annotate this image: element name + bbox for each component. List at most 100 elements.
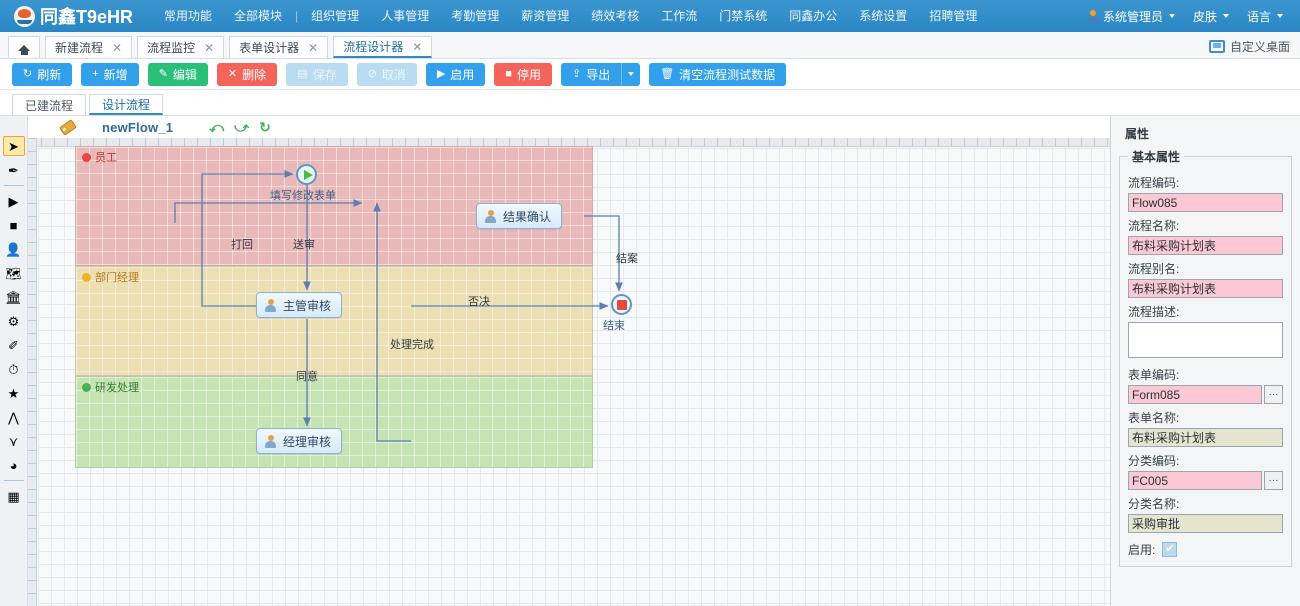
nav-item-10[interactable]: 同鑫办公 <box>789 9 838 23</box>
sub-tab-bar: 已建流程设计流程 <box>0 90 1300 116</box>
node-label: 结果确认 <box>503 209 552 224</box>
tab-0[interactable]: 新建流程 ✕ <box>45 36 133 58</box>
chevron-down-icon <box>1168 14 1175 18</box>
start-node-tool[interactable]: ▶ <box>8 193 19 209</box>
nav-item-8[interactable]: 工作流 <box>661 9 698 23</box>
swimlane-tool[interactable]: ▦ <box>7 488 20 504</box>
nav-item-11[interactable]: 系统设置 <box>859 9 908 23</box>
tool-palette: ➤ ✒ ▶ ■ 👤 🗺 🏛 ⚙ ✐ ⏱ ★ ⋀ ⋎ ◕ ▦ <box>0 116 28 606</box>
toolbar-button-3[interactable]: ✕删除 <box>216 62 278 86</box>
refresh-icon[interactable]: ↻ <box>259 119 271 135</box>
button-label: 新增 <box>103 67 128 82</box>
node-confirm[interactable]: 结果确认 <box>476 203 563 229</box>
nav-item-12[interactable]: 招聘管理 <box>929 9 978 23</box>
decision-tool[interactable]: ◕ <box>9 457 18 473</box>
language-menu[interactable]: 语言 <box>1238 0 1292 32</box>
edge-label-4: 处理完成 <box>390 339 434 351</box>
close-icon[interactable]: ✕ <box>308 40 319 55</box>
close-icon[interactable]: ✕ <box>204 40 215 55</box>
prop-bottom-label-0: 表单编码: <box>1128 368 1180 382</box>
toolbar-button-1[interactable]: +新增 <box>81 62 139 86</box>
toolbar-button-8[interactable]: ⇪ 导出 <box>560 62 641 86</box>
workspace: ➤✒▶■👤🗺🏛⚙✐⏱★⋀⋎◕▦ newFlow_1 ⤺⤻↻ 员工部门经理研发处理 <box>0 116 1300 606</box>
prop-bottom-row-2: ··· <box>1128 471 1283 490</box>
toolbar-button-0[interactable]: ↻刷新 <box>12 62 73 86</box>
toolbar-button-2[interactable]: ✎ 编辑 <box>147 62 208 86</box>
custom-desktop-button[interactable]: 自定义桌面 <box>1208 38 1290 55</box>
undo-icon[interactable]: ⤺ <box>209 119 225 135</box>
swimlane-label-text: 部门经理 <box>95 272 139 284</box>
prop-bottom-browse-button-0[interactable]: ··· <box>1264 385 1283 404</box>
node-start[interactable] <box>296 164 317 185</box>
sub-tab-1[interactable]: 设计流程 <box>89 94 164 115</box>
tab-1[interactable]: 流程监控✕ <box>137 36 225 58</box>
flow-desc-textarea[interactable] <box>1128 322 1283 358</box>
timer-event-tool[interactable]: ⏱ <box>8 361 19 377</box>
group-task-tool[interactable]: 🏛 <box>5 289 22 305</box>
select-pointer-tool[interactable]: ➤ <box>2 136 25 156</box>
button-label: 编辑 <box>172 67 197 82</box>
button-icon: ⇪ <box>571 67 582 80</box>
prop-top-label-2: 流程别名: <box>1128 262 1180 276</box>
palette-divider <box>3 185 24 186</box>
prop-bottom-input-3[interactable] <box>1128 514 1283 533</box>
prop-top-input-0[interactable] <box>1128 193 1283 212</box>
toolbar-button-4: ▤保存 <box>286 62 348 86</box>
node-end[interactable] <box>611 294 632 315</box>
subprocess-tool[interactable]: 🗺 <box>5 265 22 281</box>
end-node-tool[interactable]: ■ <box>9 217 18 233</box>
prop-bottom-label-1: 表单名称: <box>1128 411 1180 425</box>
tab-2[interactable]: 表单设计器✕ <box>229 36 329 58</box>
sub-tab-0[interactable]: 已建流程 <box>12 94 87 115</box>
nav-item-0[interactable]: 常用功能 <box>164 9 213 23</box>
edge-label-3: 否决 <box>468 296 490 308</box>
button-icon: ✎ <box>158 67 168 80</box>
properties-fields-top: 流程编码:流程名称:流程别名: <box>1128 174 1283 298</box>
designer-canvas-column: newFlow_1 ⤺⤻↻ 员工部门经理研发处理 <box>28 116 1110 606</box>
nav-item-7[interactable]: 绩效考核 <box>591 9 640 23</box>
chevron-down-icon <box>1222 14 1229 18</box>
prop-bottom-browse-button-2[interactable]: ··· <box>1264 471 1283 490</box>
toolbar-button-6[interactable]: ▶启用 <box>425 62 486 86</box>
prop-top-input-2[interactable] <box>1128 279 1283 298</box>
node-manager[interactable]: 经理审核 <box>256 428 343 454</box>
nav-item-3[interactable]: 组织管理 <box>311 9 360 23</box>
nav-item-6[interactable]: 薪资管理 <box>521 9 570 23</box>
tab-3[interactable]: 流程设计器✕ <box>333 36 433 58</box>
nav-item-1[interactable]: 全部模块 <box>234 9 283 23</box>
fork-gateway-tool[interactable]: ⋀ <box>8 409 19 425</box>
gateway-star-tool[interactable]: ★ <box>7 385 20 401</box>
action-toolbar: ↻刷新+新增✎编辑✕删除▤保存⊘取消▶启用■停用⇪导出🗑清空流程测试数据 <box>0 59 1300 90</box>
button-icon: 🗑 <box>660 67 675 80</box>
prop-top-input-1[interactable] <box>1128 236 1283 255</box>
split-dropdown-toggle[interactable] <box>621 62 640 86</box>
button-label: 导出 <box>586 67 611 82</box>
user-menu[interactable]: 系统管理员 <box>1077 0 1184 32</box>
enable-checkbox[interactable]: ✔ <box>1162 542 1178 557</box>
nav-item-4[interactable]: 人事管理 <box>381 9 430 23</box>
node-review[interactable]: 主管审核 <box>256 292 343 318</box>
swimlane-dot-icon <box>82 272 91 282</box>
tab-home[interactable] <box>8 36 40 58</box>
toolbar-button-9[interactable]: 🗑清空流程测试数据 <box>649 62 787 86</box>
app-header: 同鑫T9eHR 常用功能全部模块|组织管理人事管理考勤管理薪资管理绩效考核工作流… <box>0 0 1300 32</box>
tab-label: 新建流程 <box>55 41 104 55</box>
nav-item-5[interactable]: 考勤管理 <box>451 9 500 23</box>
user-task-tool[interactable]: 👤 <box>5 241 22 257</box>
script-task-tool[interactable]: ✐ <box>8 337 19 353</box>
prop-bottom-input-2[interactable] <box>1128 471 1262 490</box>
toolbar-button-7[interactable]: ■停用 <box>494 62 552 86</box>
diagram-surface[interactable]: 员工部门经理研发处理 <box>28 138 1110 606</box>
join-gateway-tool[interactable]: ⋎ <box>8 433 19 449</box>
prop-bottom-input-0[interactable] <box>1128 385 1262 404</box>
close-icon[interactable]: ✕ <box>412 39 423 54</box>
close-icon[interactable]: ✕ <box>112 40 123 55</box>
edge-label-5: 同意 <box>296 371 318 383</box>
redo-icon[interactable]: ⤻ <box>234 119 250 135</box>
pen-tool[interactable]: ✒ <box>8 162 19 178</box>
properties-title: 属性 <box>1125 127 1150 141</box>
nav-item-9[interactable]: 门禁系统 <box>719 9 768 23</box>
service-task-tool[interactable]: ⚙ <box>7 313 20 329</box>
prop-bottom-input-1[interactable] <box>1128 428 1283 447</box>
skin-menu[interactable]: 皮肤 <box>1184 0 1238 32</box>
